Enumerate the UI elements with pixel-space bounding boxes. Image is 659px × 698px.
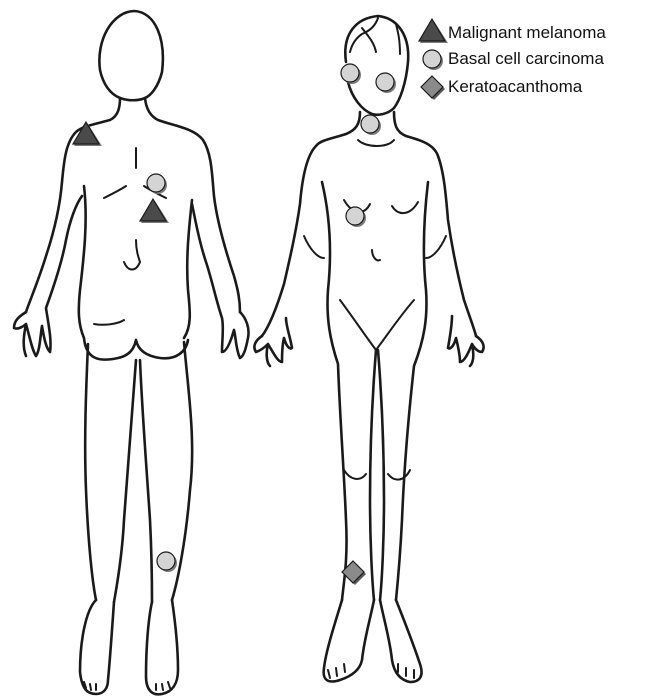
bcc-marker-front-left-cheek [376,73,396,93]
legend-item-melanoma: Malignant melanoma [419,19,606,43]
legend: Malignant melanoma Basal cell carcinoma … [419,19,606,100]
legend-item-bcc: Basal cell carcinoma [423,49,604,70]
legend-label-bcc: Basal cell carcinoma [448,49,604,68]
triangle-icon [419,19,448,43]
melanoma-marker-back-left-shoulder [73,122,102,146]
back-torso-legs [79,186,192,602]
front-chest-details [304,140,446,480]
back-head [99,11,162,100]
legend-label-melanoma: Malignant melanoma [448,23,606,42]
bcc-marker-front-neck [361,115,381,135]
bcc-marker-back-right-calf [157,552,177,572]
back-feet [80,600,178,694]
back-view-figure [14,11,249,694]
bcc-marker-front-chest [346,207,366,227]
lesion-markers [73,64,396,585]
legend-label-ka: Keratoacanthoma [448,77,583,96]
front-foot-details [328,664,414,678]
legend-item-ka: Keratoacanthoma [421,76,583,100]
bcc-marker-back-mid [147,174,167,194]
melanoma-marker-back-lower-mid [140,199,169,223]
back-left-arm [14,196,82,356]
back-body-outline [26,98,240,312]
front-torso-legs [322,182,428,600]
bcc-marker-front-right-temple [341,64,361,84]
diamond-icon [421,76,445,100]
circle-icon [423,50,443,70]
back-foot-details [84,682,170,690]
